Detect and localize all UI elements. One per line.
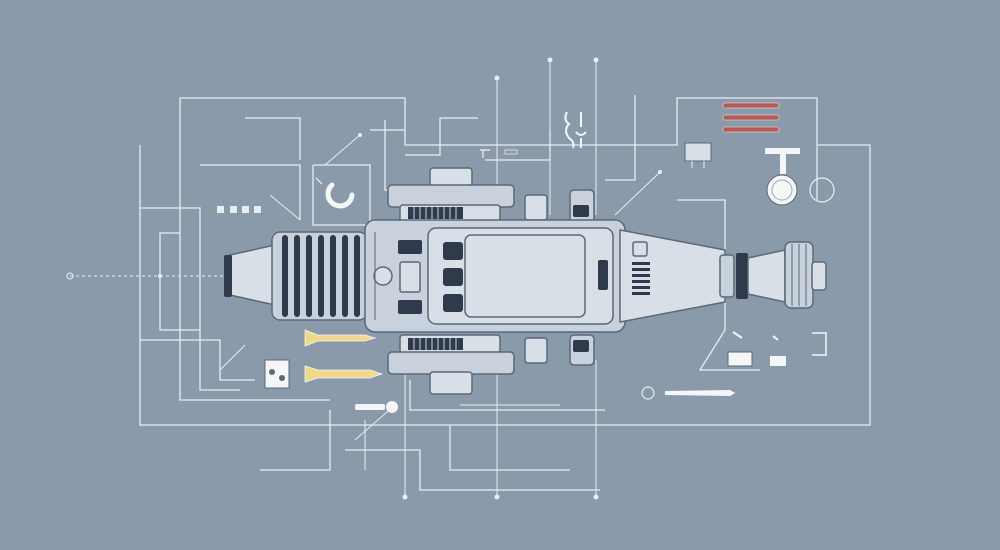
hook-icon bbox=[564, 111, 575, 149]
pen-icon bbox=[355, 401, 398, 413]
main-body bbox=[364, 219, 626, 333]
front-cylinder bbox=[224, 231, 368, 321]
magnet-icon bbox=[325, 182, 355, 209]
rear-section bbox=[619, 229, 827, 323]
accessories bbox=[217, 102, 827, 413]
frame-lines bbox=[139, 95, 871, 491]
lens-icon bbox=[765, 148, 800, 206]
top-housing bbox=[387, 167, 595, 224]
bottom-housing bbox=[387, 334, 595, 395]
screw-icon bbox=[304, 329, 377, 347]
bolt-icon bbox=[304, 365, 384, 383]
